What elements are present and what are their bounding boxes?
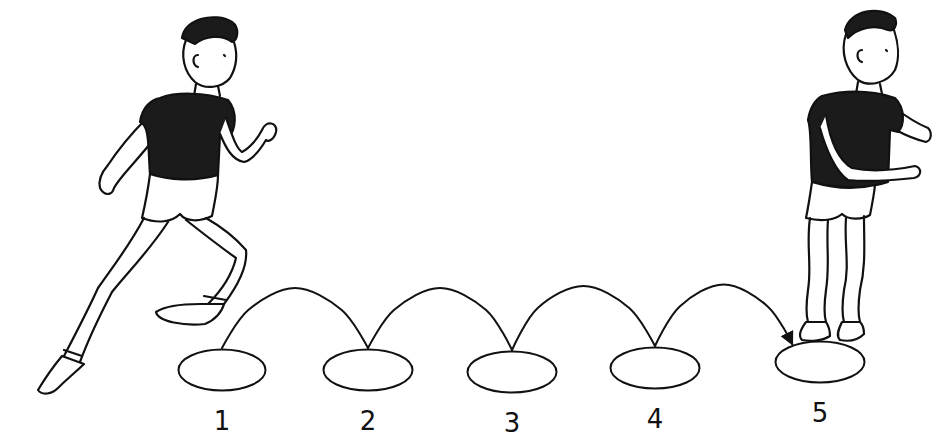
landing-circle: 2	[322, 348, 414, 392]
back-shoe	[38, 356, 84, 394]
landing-circle: 5	[774, 340, 866, 384]
front-shoe	[156, 304, 224, 325]
eye	[886, 50, 887, 51]
jump-path	[655, 284, 792, 346]
circle-shape	[179, 350, 266, 391]
circle-shape	[611, 348, 700, 389]
back-leg	[64, 218, 168, 362]
circle-shape	[324, 350, 413, 391]
circle-outline	[774, 340, 866, 384]
circle-outline	[466, 350, 558, 394]
head	[183, 40, 236, 87]
step-number: 4	[647, 406, 664, 432]
circle-shape	[776, 342, 865, 383]
circle-outline	[177, 348, 267, 392]
front-leg	[186, 218, 246, 304]
circle-outline	[609, 346, 701, 390]
circle-shape	[468, 352, 557, 393]
shoe	[838, 322, 864, 341]
head	[844, 30, 898, 84]
landing-circle: 3	[466, 350, 558, 394]
running-boy	[38, 17, 276, 393]
jump-path	[368, 288, 512, 350]
standing-boy	[800, 11, 931, 341]
shorts	[806, 182, 875, 220]
circle-outline	[322, 348, 414, 392]
eye	[224, 55, 225, 56]
front-arm	[220, 118, 276, 162]
landing-circle: 4	[609, 346, 701, 390]
ear	[858, 50, 863, 62]
step-number: 5	[812, 400, 829, 426]
jump-path	[512, 286, 655, 350]
front-arm	[820, 115, 920, 181]
step-number: 2	[360, 408, 377, 434]
hair	[845, 11, 896, 38]
step-number: 1	[214, 408, 231, 434]
shoe	[800, 322, 830, 341]
legs	[807, 216, 865, 322]
shorts	[142, 174, 218, 221]
ear	[194, 55, 199, 67]
hair	[182, 17, 237, 44]
landing-circle: 1	[177, 348, 267, 392]
step-number: 3	[504, 410, 521, 436]
jump-path	[222, 288, 368, 348]
